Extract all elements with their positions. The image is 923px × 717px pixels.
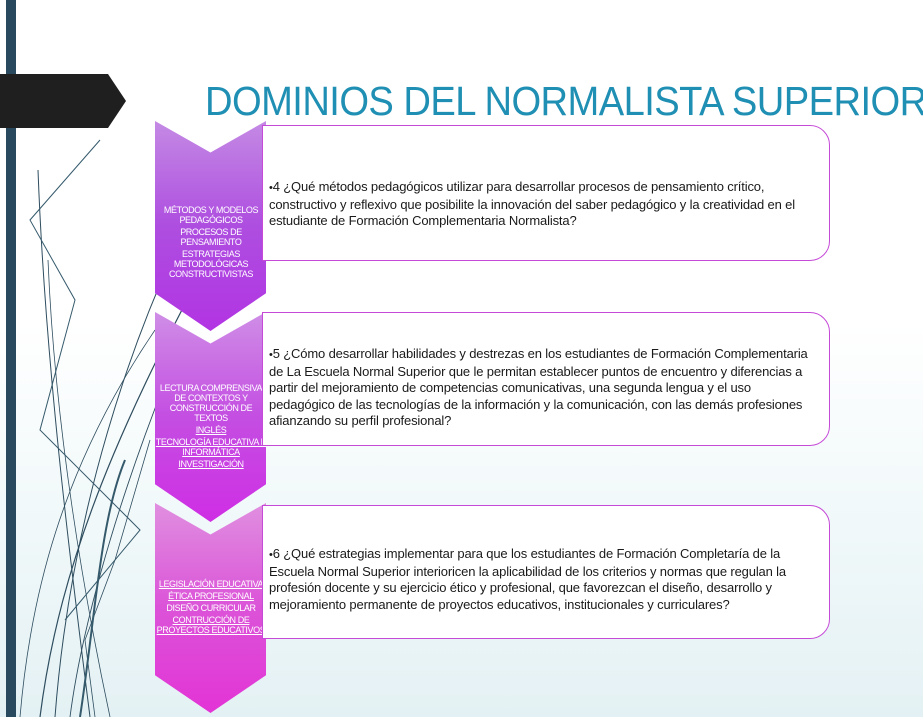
bullet: •	[269, 182, 273, 194]
question-text: 4 ¿Qué métodos pedagógicos utilizar para…	[269, 179, 795, 228]
question-text: 6 ¿Qué estrategias implementar para que …	[269, 546, 786, 612]
chevron-item: INVESTIGACIÓN	[178, 459, 244, 469]
chevron-item: ÉTICA PROFESIONAL	[168, 591, 254, 601]
question-box-1: •4 ¿Qué métodos pedagógicos utilizar par…	[262, 125, 830, 261]
bullet: •	[269, 349, 273, 361]
title-arrow-shape	[0, 74, 126, 128]
chevron-item: DISEÑO CURRICULAR	[166, 603, 256, 613]
question-text: 5 ¿Cómo desarrollar habilidades y destre…	[269, 346, 808, 428]
question-box-2: •5 ¿Cómo desarrollar habilidades y destr…	[262, 312, 830, 446]
chevron-item: INGLÉS	[195, 425, 227, 435]
chevron-1-items: MÉTODOS Y MODELOS PEDAGÓGICOS PROCESOS D…	[154, 205, 268, 281]
bullet: •	[269, 549, 273, 561]
chevron-2-items: LECTURA COMPRENSIVA DE CONTEXTOS Y CONST…	[154, 383, 268, 471]
chevron-item: LECTURA COMPRENSIVA DE CONTEXTOS Y CONST…	[159, 383, 263, 423]
chevron-item: MÉTODOS Y MODELOS PEDAGÓGICOS	[163, 205, 259, 225]
left-accent-bar	[6, 0, 16, 717]
chevron-item: LEGISLACIÓN EDUCATIVA	[158, 579, 264, 589]
chevron-3	[155, 503, 266, 713]
chevron-item: ESTRATEGIAS METODOLÓGICAS CONSTRUCTIVIST…	[169, 249, 253, 279]
chevron-1	[155, 121, 266, 331]
chevron-item: PROCESOS DE PENSAMIENTO	[180, 227, 242, 247]
chevron-3-items: LEGISLACIÓN EDUCATIVA ÉTICA PROFESIONAL …	[154, 579, 268, 637]
slide-title: DOMINIOS DEL NORMALISTA SUPERIOR	[205, 78, 923, 124]
chevron-item: CONTRUCCIÓN DE PROYECTOS EDUCATIVOS	[156, 615, 266, 635]
chevron-2	[155, 312, 266, 522]
chevron-item: TECNOLOGÍA EDUCATIVA E INFORMÁTICA	[155, 437, 267, 457]
question-box-3: •6 ¿Qué estrategias implementar para que…	[262, 505, 830, 639]
